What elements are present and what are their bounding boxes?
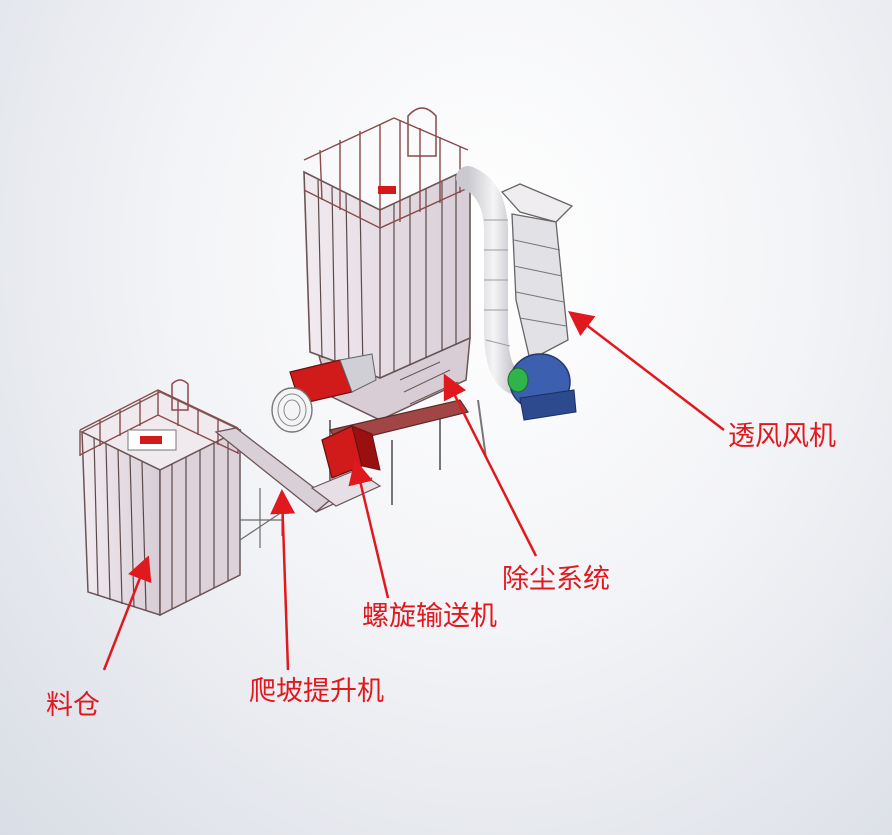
material-bin xyxy=(79,379,242,617)
label-material-bin: 料仓 xyxy=(46,690,100,721)
air-duct xyxy=(456,166,532,396)
screw-conveyor xyxy=(310,399,469,507)
arrow-dust xyxy=(443,373,538,557)
callout-arrows xyxy=(102,310,725,671)
label-incline-lift: 爬坡提升机 xyxy=(249,676,384,707)
arrow-fan xyxy=(568,310,725,431)
arrow-bin xyxy=(102,555,152,671)
label-screw-conveyor: 螺旋输送机 xyxy=(362,601,497,632)
label-exhaust-fan: 透风风机 xyxy=(728,421,836,452)
inlet-motor xyxy=(271,353,377,433)
arrow-lift xyxy=(270,489,296,671)
arrow-screw xyxy=(348,459,390,599)
exhaust-fan xyxy=(500,183,577,421)
label-dust-collector: 除尘系统 xyxy=(502,564,610,595)
